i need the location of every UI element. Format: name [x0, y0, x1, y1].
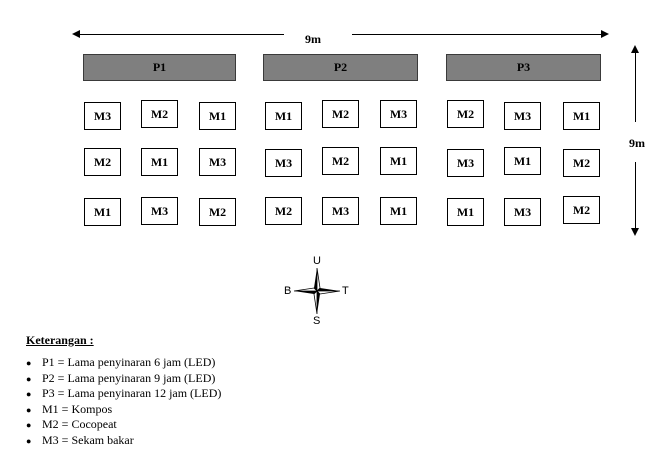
compass-north-label: U	[313, 255, 321, 267]
width-line-right	[352, 34, 602, 35]
legend-list: ● P1 = Lama penyinaran 6 jam (LED) ● P2 = …	[26, 355, 221, 449]
compass-west-label: B	[284, 285, 292, 297]
media-cell: M3	[322, 197, 359, 225]
media-cell: M2	[322, 147, 359, 175]
compass-east-label: T	[342, 285, 349, 297]
height-line-top	[635, 52, 636, 122]
height-label: 9m	[629, 136, 645, 150]
media-cell: M3	[84, 102, 121, 130]
media-cell: M3	[504, 102, 541, 130]
bullet-icon: ●	[26, 373, 32, 384]
media-cell: M1	[380, 147, 417, 175]
media-cell: M1	[380, 197, 417, 225]
compass-star-icon	[293, 267, 341, 315]
legend-item-text: M1 = Kompos	[42, 401, 113, 416]
media-cell: M2	[563, 196, 600, 224]
media-cell: M1	[84, 198, 121, 226]
arrow-right-head	[601, 30, 609, 38]
media-cell: M3	[199, 148, 236, 176]
media-cell: M1	[563, 102, 600, 130]
plot-header-p2: P2	[263, 54, 418, 81]
legend-item: ● P1 = Lama penyinaran 6 jam (LED)	[26, 355, 221, 371]
plot-header-p3: P3	[446, 54, 601, 81]
arrow-left-head	[72, 30, 80, 38]
media-cell: M2	[141, 100, 178, 128]
media-cell: M2	[322, 100, 359, 128]
bullet-icon: ●	[26, 358, 32, 368]
bullet-icon: ●	[26, 404, 32, 415]
media-cell: M3	[504, 198, 541, 226]
media-cell: M3	[141, 197, 178, 225]
legend-title: Keterangan :	[26, 333, 94, 347]
legend-item-text: M2 = Cocopeat	[42, 417, 117, 432]
media-cell: M2	[563, 149, 600, 177]
legend-item-text: P3 = Lama penyinaran 12 jam (LED)	[42, 386, 222, 401]
arrow-down-head	[631, 228, 639, 236]
media-cell: M1	[447, 198, 484, 226]
media-cell: M3	[380, 100, 417, 128]
height-line-bottom	[635, 162, 636, 230]
media-cell: M2	[199, 198, 236, 226]
legend-item-text: P2 = Lama penyinaran 9 jam (LED)	[42, 370, 216, 385]
arrow-up-head	[631, 45, 639, 53]
legend-item: ● M2 = Cocopeat	[26, 417, 221, 433]
media-cell: M1	[265, 102, 302, 130]
media-cell: M1	[141, 148, 178, 176]
media-cell: M1	[504, 147, 541, 175]
legend-item-text: M3 = Sekam bakar	[42, 432, 134, 447]
legend-item: ● M1 = Kompos	[26, 402, 221, 418]
media-cell: M2	[447, 100, 484, 128]
media-cell: M1	[199, 102, 236, 130]
legend-item-text: P1 = Lama penyinaran 6 jam (LED)	[42, 355, 216, 369]
media-cell: M2	[84, 148, 121, 176]
bullet-icon: ●	[26, 420, 32, 431]
legend-item: ● P2 = Lama penyinaran 9 jam (LED)	[26, 371, 221, 387]
width-line-left	[78, 34, 284, 35]
bullet-icon: ●	[26, 389, 32, 400]
compass-south-label: S	[313, 315, 321, 327]
media-cell: M3	[447, 149, 484, 177]
legend-item: ● P3 = Lama penyinaran 12 jam (LED)	[26, 386, 221, 402]
width-label: 9m	[305, 32, 321, 46]
media-cell: M3	[265, 149, 302, 177]
media-cell: M2	[265, 197, 302, 225]
plot-header-p1: P1	[83, 54, 236, 81]
legend-item: ● M3 = Sekam bakar	[26, 433, 221, 449]
bullet-icon: ●	[26, 435, 32, 446]
